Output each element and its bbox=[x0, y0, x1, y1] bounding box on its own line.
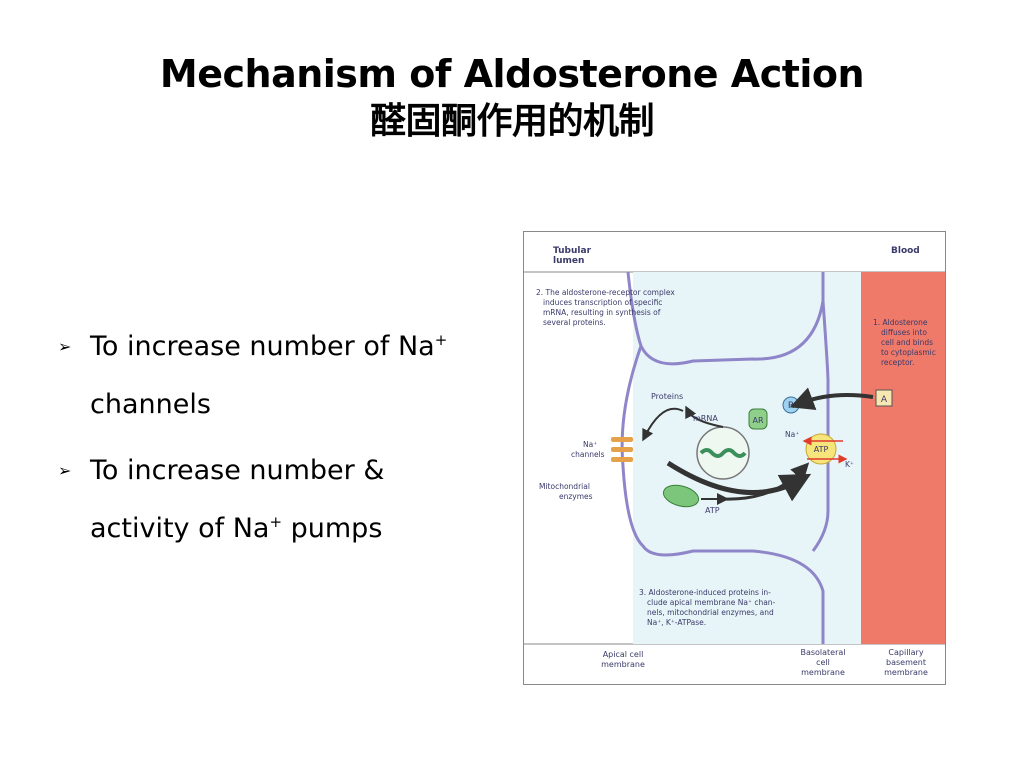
na-channels-label-2: channels bbox=[571, 450, 605, 459]
protein-to-pump-arrow bbox=[666, 460, 812, 502]
dna-strand-icon bbox=[699, 448, 747, 458]
title-english: Mechanism of Aldosterone Action bbox=[159, 52, 865, 96]
step1-line1: 1. Aldosterone bbox=[873, 318, 928, 327]
mito-label-1: Mitochondrial bbox=[539, 482, 590, 491]
capillary-label-3: membrane bbox=[884, 668, 928, 677]
superscript-plus: + bbox=[269, 513, 283, 531]
basolateral-label-1: Basolateral bbox=[800, 648, 845, 657]
bullet-item: ➢ To increase number & activity of Na+ p… bbox=[58, 442, 478, 558]
step2-line4: several proteins. bbox=[543, 318, 606, 327]
aldosterone-label: A bbox=[881, 395, 888, 405]
blood-vessel bbox=[861, 272, 945, 644]
mrna-label: mRNA bbox=[693, 414, 718, 423]
step3-line2: clude apical membrane Na⁺ chan- bbox=[647, 598, 776, 607]
arrow-bullet-icon: ➢ bbox=[58, 461, 72, 480]
step2-line3: mRNA, resulting in synthesis of bbox=[543, 308, 661, 317]
ar-label: AR bbox=[752, 416, 763, 425]
diagram-svg: R AR ATP A Tubular lumen Blood 2. The al… bbox=[523, 231, 946, 685]
apical-membrane-side bbox=[620, 345, 825, 644]
step3-line3: nels, mitochondrial enzymes, and bbox=[647, 608, 774, 617]
step1-line5: receptor. bbox=[881, 358, 914, 367]
blood-label: Blood bbox=[891, 246, 920, 256]
aldosterone-diagram: R AR ATP A Tubular lumen Blood 2. The al… bbox=[523, 231, 946, 685]
ar-complex-icon bbox=[748, 408, 768, 430]
bullet-text-tail: channels bbox=[90, 389, 211, 420]
step2-line2: induces transcription of specific bbox=[543, 298, 662, 307]
title-chinese: 醛固酮作用的机制 bbox=[369, 101, 655, 142]
capillary-label-1: Capillary bbox=[888, 648, 923, 657]
apical-label-2: membrane bbox=[601, 660, 645, 669]
step2-line1: 2. The aldosterone-receptor complex bbox=[536, 288, 675, 297]
mrna-arrow bbox=[685, 405, 724, 428]
atp-pump-label: ATP bbox=[814, 445, 829, 454]
proteins-label: Proteins bbox=[651, 392, 683, 401]
mito-label-2: enzymes bbox=[559, 492, 593, 501]
atp-label: ATP bbox=[705, 506, 720, 515]
lumen-label-1: Tubular bbox=[553, 246, 592, 256]
slide-title: Mechanism of Aldosterone Action 醛固酮作用的机制 bbox=[0, 50, 1024, 146]
step3-line1: 3. Aldosterone-induced proteins in- bbox=[639, 588, 771, 597]
mitochondrion-icon bbox=[662, 484, 700, 508]
apical-label-1: Apical cell bbox=[603, 650, 644, 659]
step1-line4: to cytoplasmic bbox=[881, 348, 936, 357]
bullet-text: To increase number of Na bbox=[90, 331, 435, 362]
aldosterone-entry-arrow bbox=[789, 387, 874, 411]
bullet-list: ➢ To increase number of Na+ channels ➢ T… bbox=[58, 318, 478, 566]
aldosterone-box bbox=[875, 389, 893, 407]
k-label: K⁺ bbox=[845, 460, 854, 469]
atp-arrow bbox=[722, 462, 810, 501]
capillary-label-2: basement bbox=[886, 658, 926, 667]
superscript-plus: + bbox=[434, 331, 448, 349]
na-label: Na⁺ bbox=[785, 430, 799, 439]
proteins-arrow bbox=[642, 407, 684, 442]
bullet-text-tail: pumps bbox=[282, 513, 383, 544]
bullet-text: To increase number & activity of Na bbox=[90, 455, 385, 544]
bullet-item: ➢ To increase number of Na+ channels bbox=[58, 318, 478, 434]
apical-membrane-top bbox=[626, 271, 825, 366]
basolateral-label-3: membrane bbox=[801, 668, 845, 677]
na-channels-label-1: Na⁺ bbox=[583, 440, 597, 449]
na-channel-icon bbox=[611, 437, 633, 462]
step3-line4: Na⁺, K⁺-ATPase. bbox=[647, 618, 706, 627]
step1-line3: cell and binds bbox=[881, 338, 933, 347]
basolateral-label-2: cell bbox=[816, 658, 830, 667]
arrow-bullet-icon: ➢ bbox=[58, 337, 72, 356]
step1-line2: diffuses into bbox=[881, 328, 927, 337]
basolateral-membrane bbox=[811, 300, 830, 552]
receptor-label: R bbox=[788, 401, 794, 411]
lumen-label-2: lumen bbox=[553, 256, 584, 266]
